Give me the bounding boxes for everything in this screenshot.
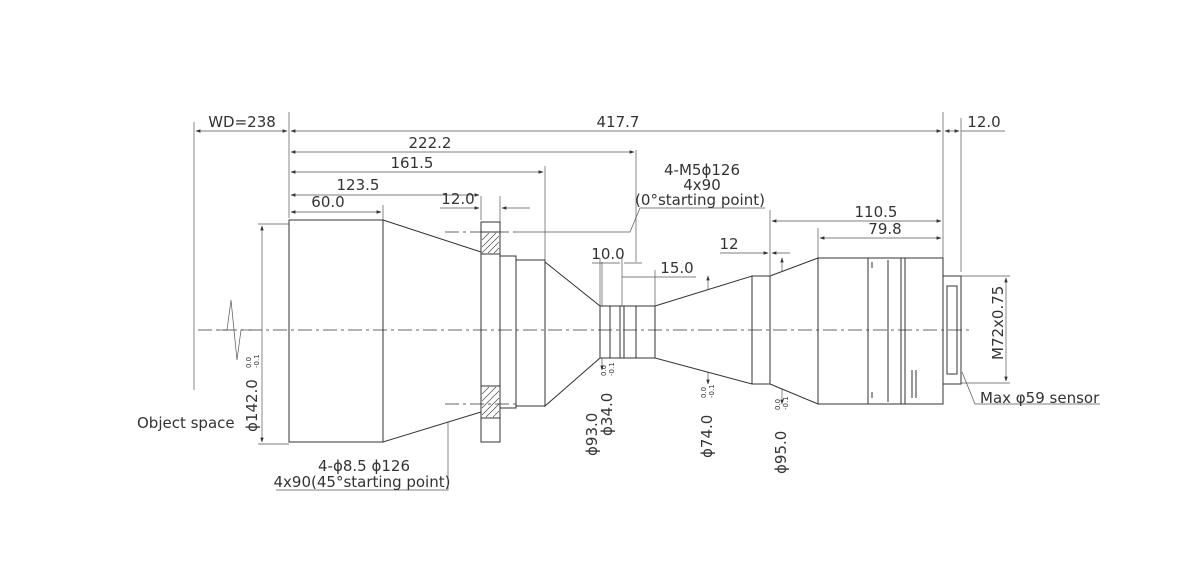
camera-mount bbox=[900, 257, 944, 405]
dim-110: 110.5 bbox=[855, 203, 898, 221]
diameter-front-tol-lower: -0.1 bbox=[253, 354, 261, 368]
diameter-waist: ϕ93.0 bbox=[583, 413, 601, 456]
dim-10: 10.0 bbox=[591, 245, 624, 263]
rear-cone bbox=[544, 260, 601, 408]
lens-body bbox=[288, 219, 962, 443]
diameter-front: ϕ142.0 bbox=[243, 379, 261, 432]
dimension-labels: WD=238 417.7 12.0 222.2 161.5 123.5 60.0… bbox=[137, 113, 1100, 491]
diameter-rear-small: ϕ74.0 bbox=[698, 415, 716, 458]
flange-hole-top bbox=[480, 231, 501, 255]
front-cone bbox=[382, 219, 482, 443]
diameter-rear-small-tol-upper: 0.0 bbox=[700, 387, 708, 398]
diameter-front-tol-upper: 0.0 bbox=[245, 357, 253, 368]
dim-wd: WD=238 bbox=[208, 113, 276, 131]
extension-lines bbox=[193, 112, 962, 390]
dim-12-flange: 12.0 bbox=[441, 190, 474, 208]
flange-hole-bottom bbox=[480, 385, 501, 419]
dim-79: 79.8 bbox=[868, 220, 901, 238]
dim-60: 60.0 bbox=[311, 193, 344, 211]
diameter-neck-tol-lower: -0.1 bbox=[608, 362, 616, 376]
dimension-lines bbox=[195, 129, 1100, 491]
mid-barrel bbox=[499, 255, 517, 409]
sensor-label: Max φ59 sensor bbox=[980, 389, 1100, 407]
dim-flange-gap: 12.0 bbox=[967, 113, 1000, 131]
dim-123: 123.5 bbox=[337, 176, 380, 194]
diameter-neck-tol-upper: 0.0 bbox=[600, 365, 608, 376]
dim-222: 222.2 bbox=[409, 134, 452, 152]
diameter-rear-large-tol-upper: 0.0 bbox=[774, 399, 782, 410]
front-barrel bbox=[288, 219, 384, 443]
rear-barrel bbox=[817, 257, 902, 405]
bottom-hole-note-2: 4x90(45°starting point) bbox=[274, 473, 451, 491]
top-hole-note-2: 4x90 bbox=[683, 176, 721, 194]
object-space-label: Object space bbox=[137, 414, 235, 432]
top-hole-note-3: (0°starting point) bbox=[635, 191, 765, 209]
dim-161: 161.5 bbox=[391, 154, 434, 172]
bottom-hole-note-1: 4-ϕ8.5 ϕ126 bbox=[318, 457, 410, 475]
diameter-rear-large-tol-lower: -0.1 bbox=[782, 396, 790, 410]
diameter-rear-small-tol-lower: -0.1 bbox=[708, 384, 716, 398]
neck bbox=[599, 305, 656, 359]
top-hole-note-1: 4-M5ϕ126 bbox=[664, 161, 740, 179]
diameter-neck: ϕ34.0 bbox=[598, 393, 616, 436]
diameter-rear-large: ϕ95.0 bbox=[772, 431, 790, 474]
dim-15: 15.0 bbox=[660, 259, 693, 277]
thread-spec: M72x0.75 bbox=[989, 286, 1007, 360]
dim-12-mid: 12 bbox=[719, 235, 738, 253]
dim-overall: 417.7 bbox=[597, 113, 640, 131]
